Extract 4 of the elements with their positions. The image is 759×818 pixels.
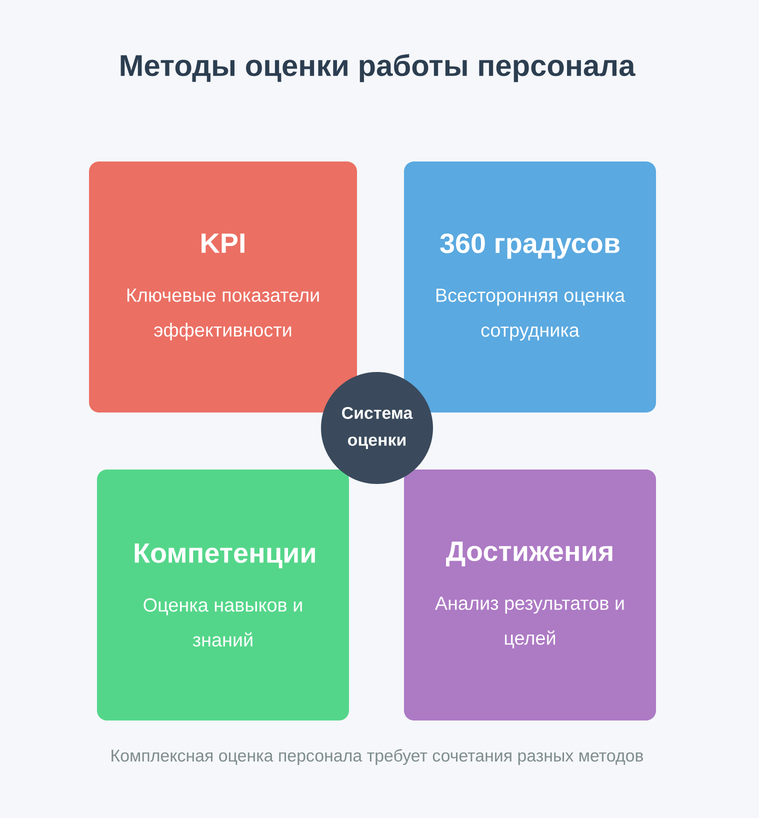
caption: Комплексная оценка персонала требует сочетания разных методов — [112, 749, 643, 765]
method-card: Компетенции Оценка навыков и знаний — [97, 470, 349, 720]
method-card: Достижения Анализ результатов и целей — [404, 470, 656, 720]
title: Методы оценки работы персонала — [120, 54, 636, 82]
